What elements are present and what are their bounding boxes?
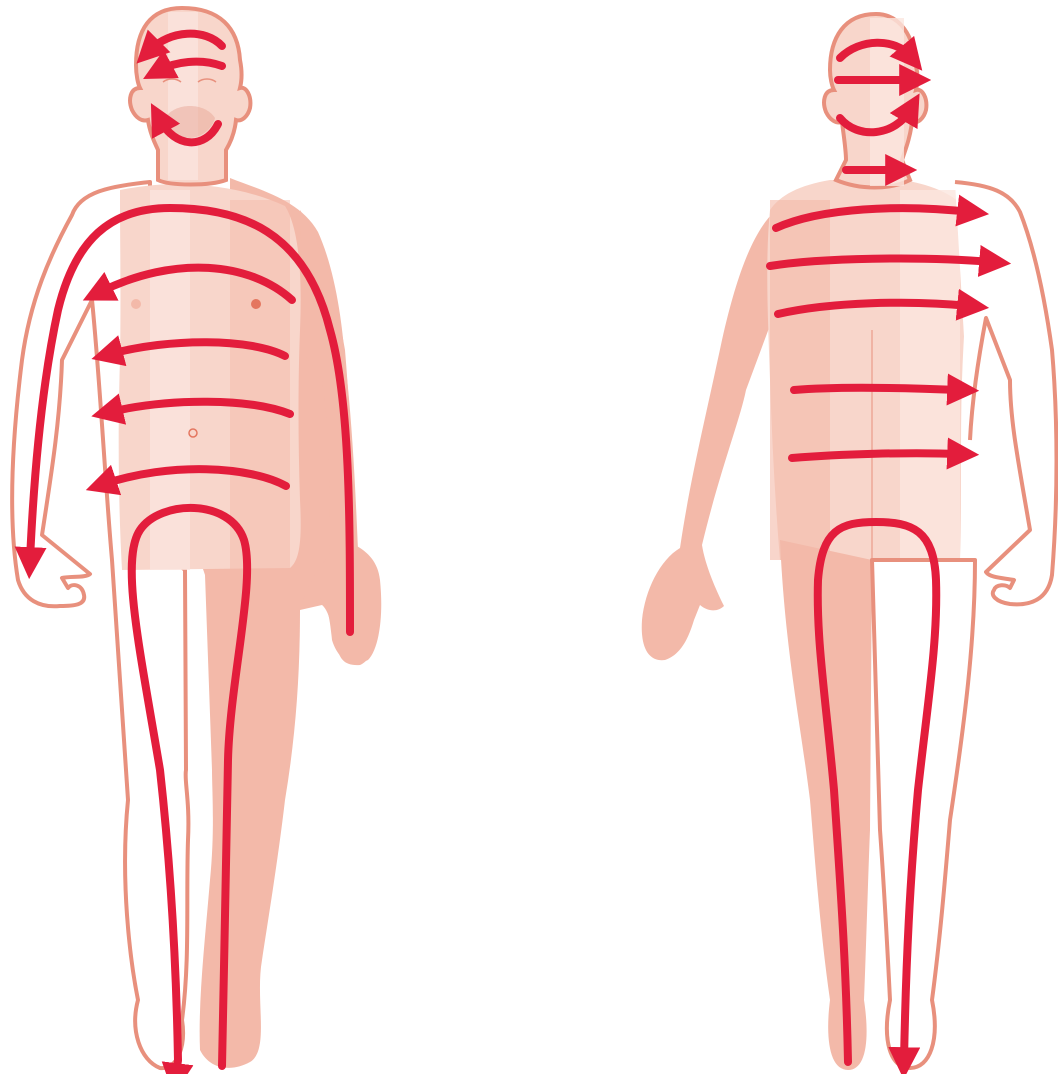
front-nipple-right: [251, 299, 261, 309]
back-figure: [642, 14, 1057, 1070]
back-torso-highlight: [900, 190, 960, 560]
front-figure: [12, 8, 381, 1074]
front-torso-shade: [230, 200, 290, 570]
front-nipple-left: [131, 299, 141, 309]
back-right-arm-outline: [955, 182, 1057, 604]
back-torso-shade: [770, 200, 830, 560]
lower-back-arrow: [792, 453, 960, 458]
back-right-leg-outline: [872, 560, 975, 1068]
left-leg-arrowhead: [176, 1060, 178, 1074]
mid-back-arrow: [794, 388, 960, 390]
back-legs: [780, 540, 872, 1070]
